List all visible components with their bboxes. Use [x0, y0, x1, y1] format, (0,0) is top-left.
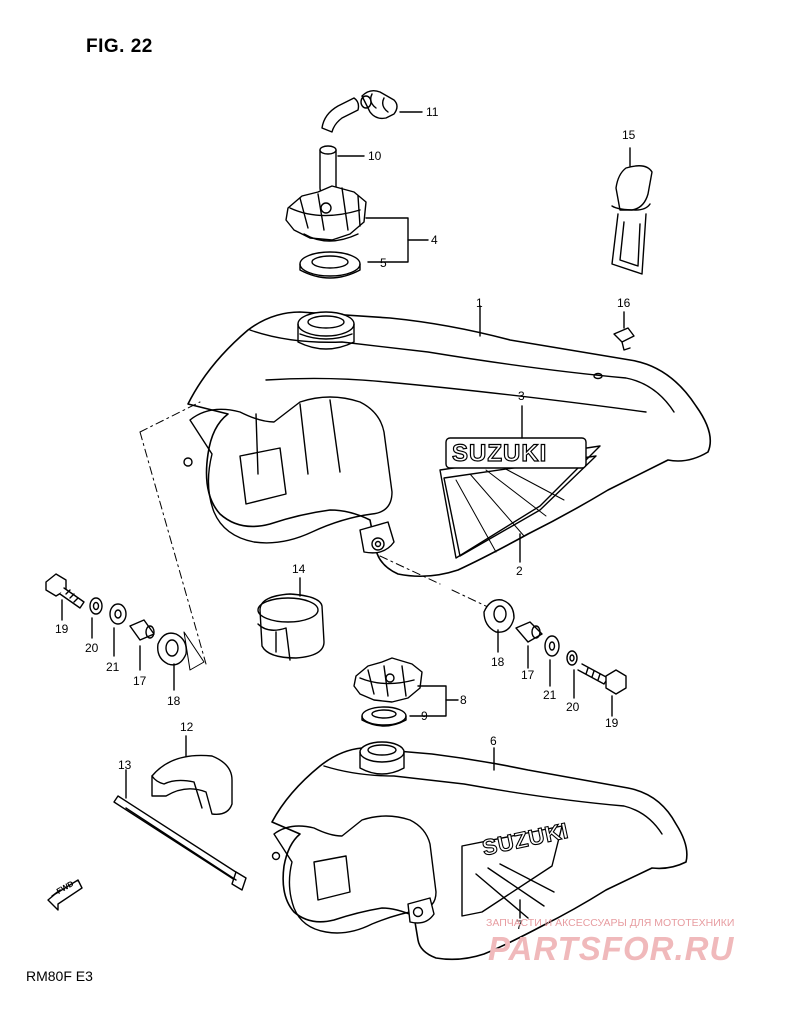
breather-hose-part-10: [319, 97, 365, 195]
tank-emblem-part-3: [445, 405, 587, 469]
callout-6: 6: [490, 734, 497, 748]
figure-title: FIG. 22: [86, 36, 153, 57]
callout-16: 16: [617, 296, 631, 310]
rubber-cushion-part-14: [257, 577, 325, 661]
callout-18-right: 18: [491, 655, 505, 669]
left-mount-hardware: [45, 573, 187, 691]
callout-21-right: 21: [543, 688, 557, 702]
callout-8: 8: [460, 693, 467, 707]
suzuki-emblem-main: SUZUKI: [451, 439, 548, 467]
callout-18-left: 18: [167, 694, 181, 708]
band-part-13: [113, 769, 247, 891]
callout-4: 4: [431, 233, 438, 247]
callout-9: 9: [421, 709, 428, 723]
assembly-guide-lines: [139, 401, 491, 665]
callout-10: 10: [368, 149, 382, 163]
callout-7: 7: [516, 918, 523, 932]
right-mount-hardware: [483, 599, 627, 717]
tank-strap-part-15: [611, 147, 653, 275]
forward-direction-arrow: [47, 879, 83, 911]
model-label: RM80F E3: [26, 968, 93, 984]
callout-17-right: 17: [521, 668, 535, 682]
watermark-tagline: ЗАПЧАСТИ И АКСЕССУАРЫ ДЛЯ МОТОТЕХНИКИ: [486, 917, 735, 929]
cushion-part-12: [151, 735, 233, 815]
screw-part-16: [613, 311, 635, 351]
fuel-cap-part-8: [353, 657, 459, 717]
callout-3: 3: [518, 389, 525, 403]
callout-12: 12: [180, 720, 194, 734]
callout-11: 11: [426, 105, 439, 119]
callout-1: 1: [476, 296, 483, 310]
fuel-tank-part-6: [271, 741, 688, 961]
callout-15: 15: [622, 128, 636, 142]
callout-21-left: 21: [106, 660, 120, 674]
fuel-cap-part-4: [285, 185, 429, 263]
callout-20-right: 20: [566, 700, 580, 714]
callout-5: 5: [380, 256, 387, 270]
callout-2: 2: [516, 564, 523, 578]
guide-marker: [183, 631, 205, 671]
cap-gasket-part-9: [361, 706, 407, 727]
watermark-logo: PARTSFOR.RU: [488, 930, 735, 967]
callout-19-left: 19: [55, 622, 69, 636]
callout-13: 13: [118, 758, 132, 772]
callout-19-right: 19: [605, 716, 619, 730]
tank-decal-part-2: [455, 465, 565, 563]
hose-clip-part-11: [360, 89, 423, 120]
callout-20-left: 20: [85, 641, 99, 655]
cap-gasket-part-5: [299, 251, 361, 279]
callout-14: 14: [292, 562, 306, 576]
callout-17-left: 17: [133, 674, 147, 688]
